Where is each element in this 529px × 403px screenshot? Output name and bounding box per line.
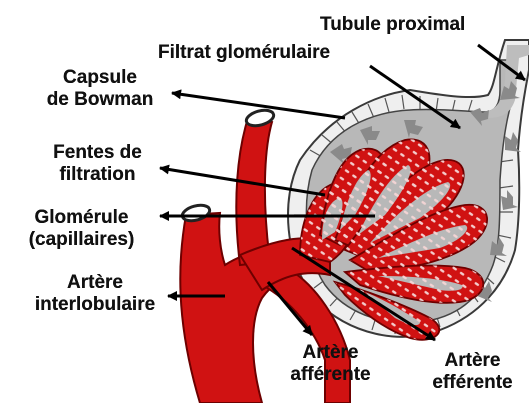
label-artere-inter-line1: Artère [20, 272, 170, 294]
label-tubule-proximal: Tubule proximal [320, 14, 465, 36]
label-artere-interlobulaire: Artère interlobulaire [20, 272, 170, 316]
label-fentes-line1: Fentes de [30, 142, 165, 164]
label-glomerule: Glomérule (capillaires) [4, 207, 159, 251]
label-artere-eff-line2: efférente [420, 372, 525, 394]
label-capsule: Capsule de Bowman [30, 67, 170, 111]
label-artere-eff-line1: Artère [420, 350, 525, 372]
label-capsule-line2: de Bowman [30, 89, 170, 111]
label-artere-inter-line2: interlobulaire [20, 294, 170, 316]
label-filtrat: Filtrat glomérulaire [158, 42, 330, 64]
label-glomerule-line1: Glomérule [4, 207, 159, 229]
label-fentes-line2: filtration [30, 164, 165, 186]
label-artere-aff-line1: Artère [278, 342, 383, 364]
label-artere-afferente: Artère afférente [278, 342, 383, 386]
label-fentes: Fentes de filtration [30, 142, 165, 186]
label-artere-efferente: Artère efférente [420, 350, 525, 394]
label-artere-aff-line2: afférente [278, 364, 383, 386]
label-glomerule-line2: (capillaires) [4, 229, 159, 251]
label-capsule-line1: Capsule [30, 67, 170, 89]
